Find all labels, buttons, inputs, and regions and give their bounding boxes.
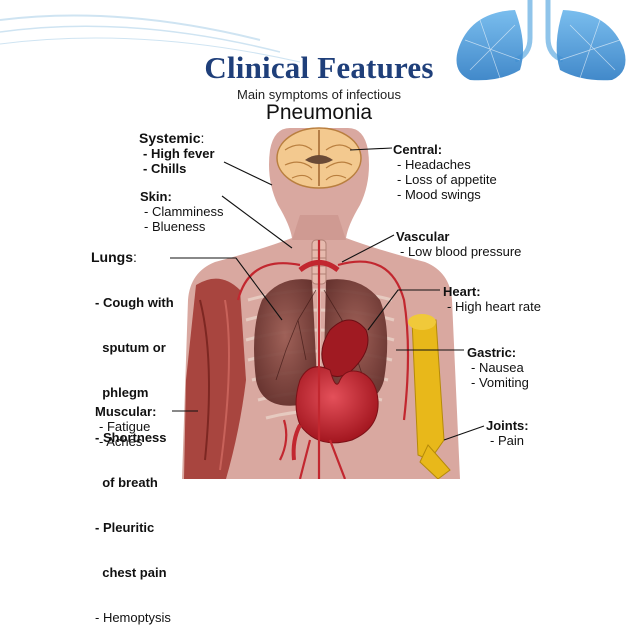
joints-heading: Joints: bbox=[486, 418, 529, 433]
muscular-heading: Muscular: bbox=[95, 404, 157, 419]
gastric-label-group: Gastric: - Nausea - Vomiting bbox=[467, 345, 529, 390]
vascular-item: - Low blood pressure bbox=[400, 244, 522, 259]
heart-heading: Heart: bbox=[443, 284, 481, 299]
lungs-item: - Hemoptysis bbox=[95, 610, 171, 625]
page-title: Clinical Features bbox=[204, 50, 434, 85]
callout-lines bbox=[170, 147, 485, 441]
lungs-item: chest pain bbox=[95, 565, 167, 580]
gastric-heading: Gastric: bbox=[467, 345, 517, 360]
central-heading: Central: bbox=[393, 142, 443, 157]
heart-item: - High heart rate bbox=[447, 299, 541, 314]
vascular-heading: Vascular bbox=[396, 229, 450, 244]
lungs-item: phlegm bbox=[95, 385, 149, 400]
skin-item: - Clamminess bbox=[144, 204, 224, 219]
central-label-group: Central: - Headaches - Loss of appetite … bbox=[393, 142, 497, 202]
central-item: - Loss of appetite bbox=[397, 172, 497, 187]
systemic-colon: : bbox=[200, 130, 205, 146]
stomach-icon bbox=[295, 366, 379, 444]
skin-item: - Blueness bbox=[144, 219, 206, 234]
systemic-item: - Chills bbox=[143, 161, 187, 176]
joints-label-group: Joints: - Pain bbox=[486, 418, 529, 448]
disease-name: Pneumonia bbox=[265, 101, 373, 124]
muscular-item: - Fatigue bbox=[99, 419, 151, 434]
skin-label-group: Skin: - Clamminess - Blueness bbox=[140, 189, 223, 234]
brain-icon bbox=[276, 127, 362, 189]
heart-label-group: Heart: - High heart rate bbox=[443, 284, 541, 314]
lungs-heading: Lungs bbox=[91, 249, 133, 265]
lungs-item: - Cough with bbox=[95, 295, 174, 310]
lungs-item: sputum or bbox=[95, 340, 166, 355]
central-item: - Headaches bbox=[397, 157, 471, 172]
gastric-item: - Vomiting bbox=[471, 375, 529, 390]
decorative-curves bbox=[0, 14, 301, 63]
systemic-label-group: Systemic: - High fever - Chills bbox=[139, 130, 215, 177]
lungs-item: - Pleuritic bbox=[95, 520, 155, 535]
muscular-item: - Aches bbox=[99, 434, 143, 449]
lungs-colon: : bbox=[133, 249, 137, 265]
page-subtitle: Main symptoms of infectious bbox=[236, 87, 401, 102]
vascular-label-group: Vascular - Low blood pressure bbox=[396, 229, 521, 259]
lungs-item: of breath bbox=[95, 475, 158, 490]
joints-item: - Pain bbox=[490, 433, 524, 448]
skin-heading: Skin: bbox=[140, 189, 172, 204]
lungs-item: - Shortness bbox=[95, 430, 167, 445]
muscular-label-group: Muscular: - Fatigue - Aches bbox=[95, 404, 156, 449]
arm-muscles bbox=[184, 278, 246, 479]
body-illustration bbox=[0, 0, 626, 479]
central-item: - Mood swings bbox=[397, 187, 481, 202]
blood-vessels bbox=[236, 240, 410, 479]
systemic-heading: Systemic bbox=[139, 130, 201, 146]
systemic-item: - High fever bbox=[143, 146, 215, 161]
lungs-logo-icon bbox=[456, 0, 626, 81]
arm-bones bbox=[408, 314, 451, 479]
gastric-item: - Nausea bbox=[471, 360, 524, 375]
